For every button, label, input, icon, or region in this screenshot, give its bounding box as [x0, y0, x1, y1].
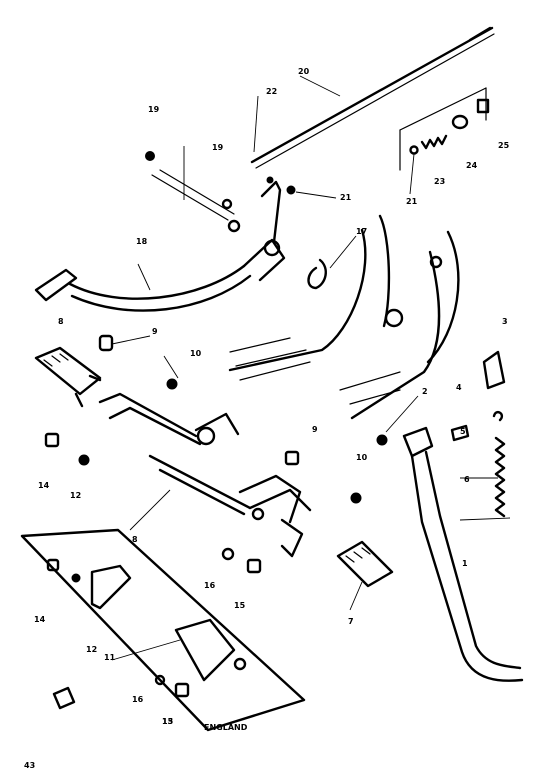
callout-3: 3 — [502, 317, 508, 326]
callout-8b: 8 — [132, 535, 138, 544]
spring-6 — [492, 410, 506, 518]
callout-11: 11 — [104, 653, 116, 662]
callout-22: 22 — [266, 87, 277, 96]
stand-bracket — [228, 214, 460, 420]
callout-7: 7 — [348, 617, 354, 626]
callout-20: 20 — [298, 67, 310, 76]
spring-set — [399, 87, 490, 171]
callout-10b: 10 — [356, 453, 368, 462]
brake-pedal-16 — [34, 176, 327, 312]
leader-lines — [111, 75, 511, 661]
callout-4: 4 — [456, 383, 462, 392]
small-hardware — [44, 185, 362, 574]
callout-17: 17 — [356, 227, 367, 236]
bracket-5 — [482, 350, 506, 390]
callout-19: 19 — [148, 105, 160, 114]
callout-12b: 12 — [86, 645, 97, 654]
callout-9: 9 — [152, 327, 158, 336]
brake-rod-20 — [250, 26, 495, 169]
callout-14b: 14 — [34, 615, 46, 624]
callout-24: 24 — [466, 161, 478, 170]
callout-23: 23 — [434, 177, 445, 186]
callout-12: 12 — [70, 491, 81, 500]
callout-13: 13 — [162, 717, 173, 726]
callout-19b: 19 — [212, 143, 224, 152]
callout-10: 10 — [190, 349, 202, 358]
footrest-right-7 — [336, 540, 394, 588]
side-stand-1 — [376, 424, 524, 682]
callout-25: 25 — [498, 141, 510, 150]
callout-5: 5 — [460, 427, 466, 436]
footrest-left-8 — [34, 346, 102, 408]
callout-16b: 16 — [132, 695, 144, 704]
callout-8: 8 — [58, 317, 64, 326]
callout-21: 21 — [340, 193, 352, 202]
main-stand-9 — [88, 334, 312, 558]
callout-9b: 9 — [312, 425, 318, 434]
callout-15: 15 — [234, 601, 246, 610]
inset-label: ENGLAND — [204, 723, 248, 732]
callout-16: 16 — [204, 581, 216, 590]
pivot-shaft-18 — [145, 151, 241, 233]
callout-15b: 15 — [162, 717, 174, 726]
callout-2: 2 — [422, 387, 428, 396]
inset-panel — [20, 528, 306, 732]
callout-18: 18 — [136, 237, 148, 246]
callout-labels: 1 2 3 4 5 6 7 8 9 9 8 10 10 11 12 12 13 … — [34, 67, 510, 726]
page-number: 43 — [24, 761, 35, 770]
callout-1: 1 — [462, 559, 468, 568]
callout-21b: 21 — [406, 197, 418, 206]
callout-14: 14 — [38, 481, 50, 490]
callout-6: 6 — [464, 475, 470, 484]
